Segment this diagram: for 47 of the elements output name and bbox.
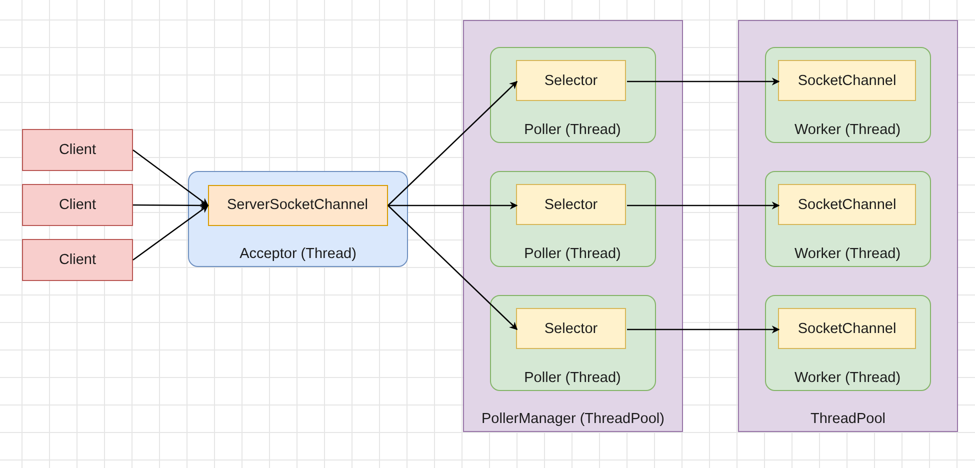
node-label: ThreadPool: [810, 411, 886, 427]
client-box: [22, 129, 133, 171]
node-label: Poller (Thread): [524, 246, 621, 262]
arrow: [132, 204, 209, 261]
thread-container: [188, 171, 408, 267]
node-label: Poller (Thread): [524, 122, 621, 138]
component-box: [778, 184, 916, 225]
node-label: SocketChannel: [798, 72, 896, 88]
node-label: Selector: [544, 320, 598, 336]
channel-box: [208, 184, 388, 226]
arrow: [627, 202, 780, 210]
component-box: [778, 308, 916, 349]
node-label: PollerManager (ThreadPool): [482, 411, 664, 427]
arrow: [388, 202, 518, 210]
thread-container: [490, 170, 656, 266]
node-label: Worker (Thread): [794, 246, 901, 262]
node-label: Client: [58, 142, 96, 158]
node-label: SocketChannel: [798, 196, 896, 212]
thread-container: [764, 170, 930, 266]
node-label: Selector: [544, 196, 598, 212]
node-label: Worker (Thread): [794, 370, 901, 386]
node-label: SocketChannel: [798, 320, 896, 336]
client-box: [22, 184, 133, 226]
arrow: [388, 205, 518, 330]
component-box: [516, 60, 626, 101]
client-box: [22, 239, 133, 281]
node-label: ServerSocketChannel: [226, 197, 368, 213]
pool-container: [738, 20, 958, 432]
pool-container: [463, 20, 683, 432]
thread-container: [764, 294, 930, 390]
arrow: [132, 149, 209, 206]
node-label: Selector: [544, 72, 598, 88]
thread-container: [490, 46, 656, 142]
node-label: Client: [58, 197, 96, 213]
arrow: [388, 80, 518, 206]
component-box: [516, 308, 626, 349]
arrow: [133, 201, 209, 210]
thread-container: [764, 46, 930, 142]
component-box: [516, 184, 626, 225]
arrow: [627, 78, 780, 86]
node-label: Poller (Thread): [524, 370, 621, 386]
node-label: Worker (Thread): [794, 122, 901, 138]
node-label: Client: [58, 252, 96, 268]
arrow: [627, 326, 780, 334]
thread-container: [490, 294, 656, 390]
component-box: [778, 60, 916, 101]
node-label: Acceptor (Thread): [240, 246, 356, 262]
